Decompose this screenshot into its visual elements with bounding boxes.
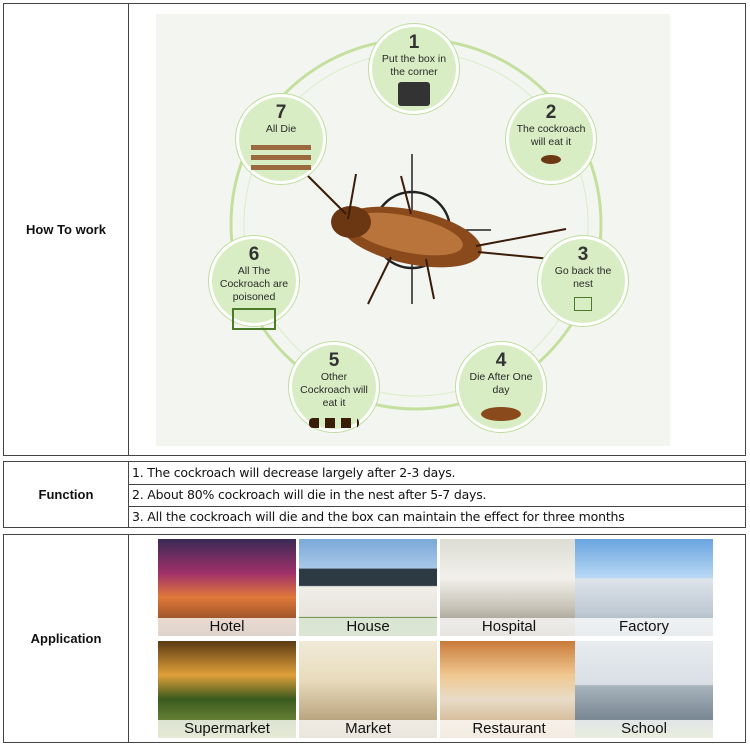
step-text: Go back the nest bbox=[554, 265, 612, 290]
box-icon bbox=[398, 82, 430, 106]
place-caption: Restaurant bbox=[440, 720, 578, 738]
place-tile-factory: Factory bbox=[575, 539, 713, 636]
step-7: 7 All Die bbox=[236, 94, 326, 184]
house-icon bbox=[574, 297, 592, 311]
place-caption: Factory bbox=[575, 618, 713, 636]
dead-cockroach-icon bbox=[481, 407, 521, 421]
step-number: 2 bbox=[545, 102, 557, 123]
step-1: 1 Put the box in the corner bbox=[369, 24, 459, 114]
place-tile-restaurant: Restaurant bbox=[440, 641, 578, 738]
application-section: Application Hotel House Hospital Factory… bbox=[3, 534, 746, 743]
place-caption: Market bbox=[299, 720, 437, 738]
place-tile-house: House bbox=[299, 539, 437, 636]
step-number: 4 bbox=[495, 350, 507, 371]
place-caption: Hospital bbox=[440, 618, 578, 636]
application-label: Application bbox=[4, 535, 129, 742]
function-item: 2. About 80% cockroach will die in the n… bbox=[129, 484, 745, 507]
application-content: Hotel House Hospital Factory Supermarket… bbox=[129, 535, 745, 742]
step-number: 5 bbox=[328, 350, 340, 371]
step-number: 6 bbox=[248, 244, 260, 265]
step-text: All Die bbox=[265, 123, 297, 135]
place-tile-market: Market bbox=[299, 641, 437, 738]
function-label: Function bbox=[4, 462, 129, 527]
step-5: 5 Other Cockroach will eat it bbox=[289, 342, 379, 432]
dead-cockroaches-icon bbox=[251, 140, 311, 170]
place-caption: Hotel bbox=[158, 618, 296, 636]
function-content: 1. The cockroach will decrease largely a… bbox=[129, 462, 745, 527]
step-text: Other Cockroach will eat it bbox=[300, 371, 368, 409]
step-text: The cockroach will eat it bbox=[516, 123, 586, 148]
cockroach-icon bbox=[305, 173, 567, 305]
step-text: All The Cockroach are poisoned bbox=[219, 265, 289, 303]
step-number: 1 bbox=[408, 32, 420, 53]
step-3: 3 Go back the nest bbox=[538, 236, 628, 326]
how-to-work-section: How To work bbox=[3, 3, 746, 456]
step-4: 4 Die After One day bbox=[456, 342, 546, 432]
step-2: 2 The cockroach will eat it bbox=[506, 94, 596, 184]
place-caption: House bbox=[299, 618, 437, 636]
cycle-diagram: 1 Put the box in the corner 2 The cockro… bbox=[156, 14, 670, 446]
function-section: Function 1. The cockroach will decrease … bbox=[3, 461, 746, 528]
place-tile-school: School bbox=[575, 641, 713, 738]
place-tile-hotel: Hotel bbox=[158, 539, 296, 636]
function-item: 1. The cockroach will decrease largely a… bbox=[129, 462, 745, 485]
step-number: 7 bbox=[275, 102, 287, 123]
step-6: 6 All The Cockroach are poisoned bbox=[209, 236, 299, 330]
cycle-ring-graphic bbox=[229, 37, 603, 411]
step-number: 3 bbox=[577, 244, 589, 265]
place-tile-hospital: Hospital bbox=[440, 539, 578, 636]
function-item: 3. All the cockroach will die and the bo… bbox=[132, 509, 625, 524]
step-text: Die After One day bbox=[469, 371, 533, 396]
step-text: Put the box in the corner bbox=[381, 53, 447, 78]
place-caption: Supermarket bbox=[158, 720, 296, 738]
cockroaches-icon bbox=[309, 418, 359, 428]
place-tile-supermarket: Supermarket bbox=[158, 641, 296, 738]
how-to-work-content: 1 Put the box in the corner 2 The cockro… bbox=[129, 4, 745, 455]
place-caption: School bbox=[575, 720, 713, 738]
product-info-table: How To work bbox=[3, 3, 746, 743]
how-to-work-label: How To work bbox=[4, 4, 129, 455]
cockroach-icon bbox=[541, 155, 561, 164]
nest-icon bbox=[232, 308, 276, 330]
